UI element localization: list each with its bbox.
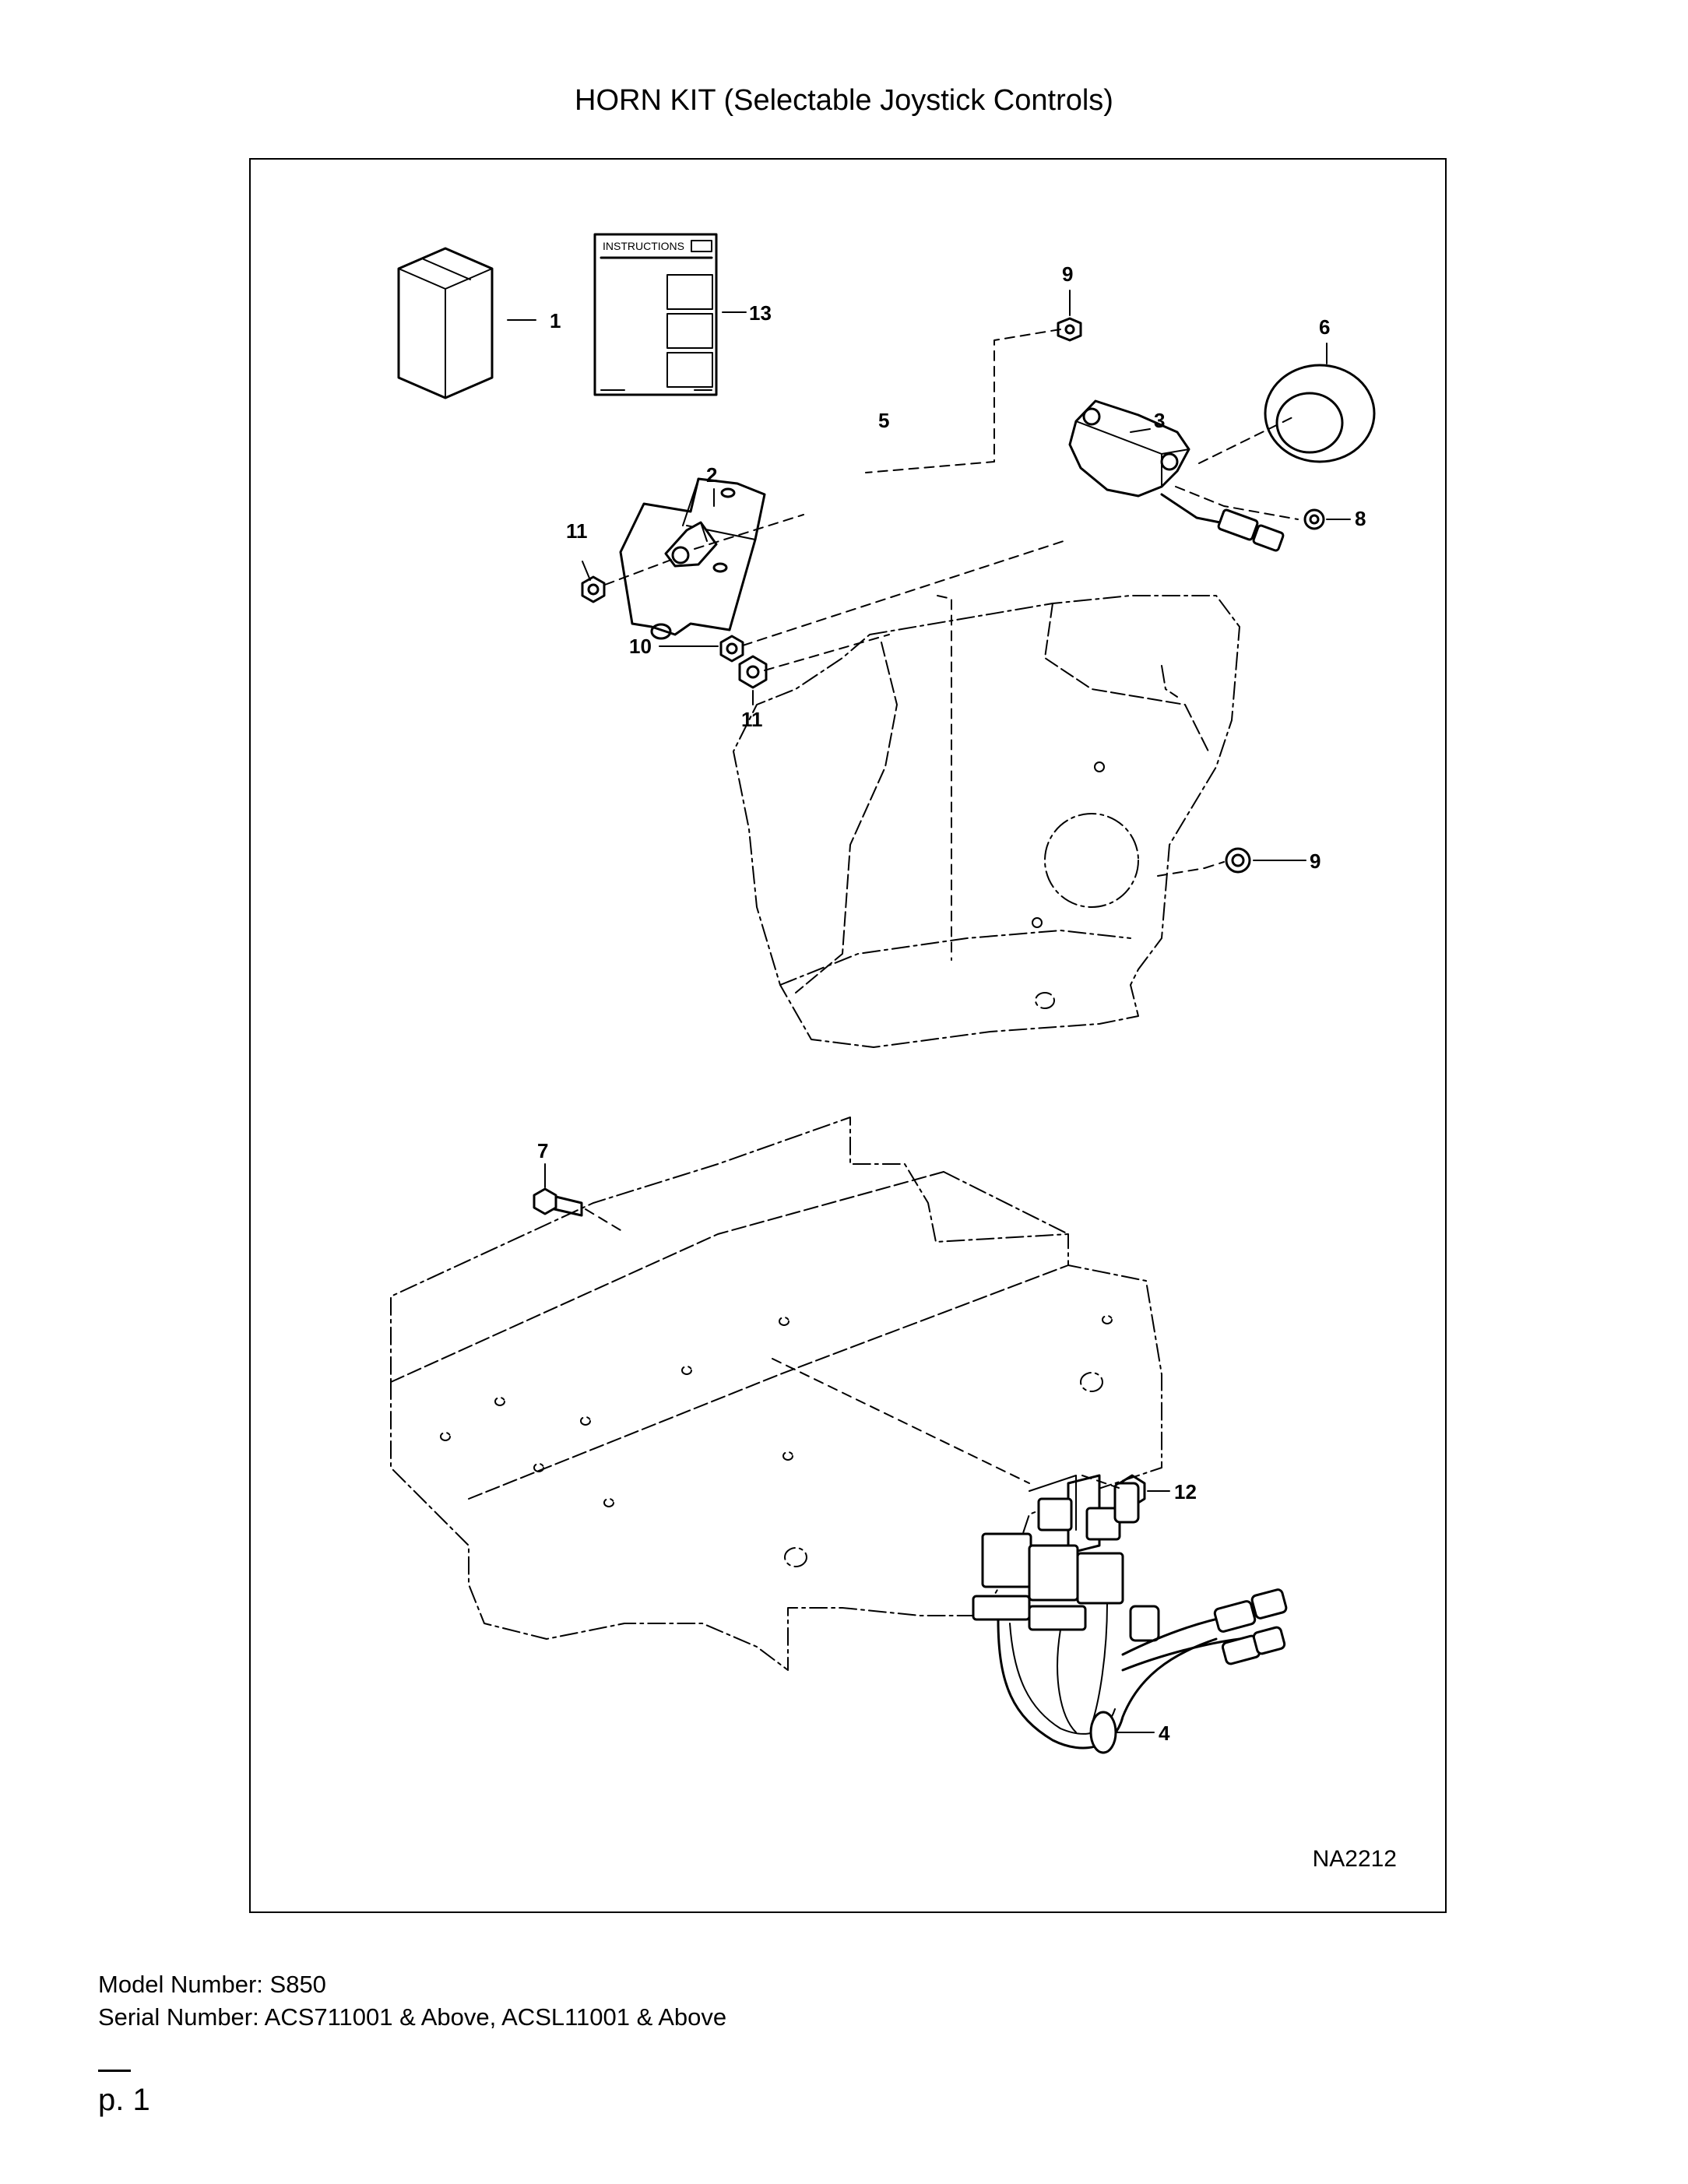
serial-number: Serial Number: ACS711001 & Above, ACSL11… [98, 2003, 727, 2031]
part-nut-8 [1303, 508, 1325, 530]
footer: Model Number: S850 Serial Number: ACS711… [98, 1968, 726, 2034]
part-nut-11-upper [581, 575, 606, 603]
parts-diagram-frame: 1 13 9 6 3 5 2 8 11 10 11 9 7 12 4 INSTR… [249, 158, 1447, 1913]
part-nut-9-upper [1057, 317, 1082, 342]
instructions-label: INSTRUCTIONS [603, 240, 684, 252]
part-instruction-sheet [593, 233, 718, 396]
part-relay-harness [972, 1474, 1288, 1754]
callout-4: 4 [1159, 1722, 1170, 1745]
callout-13: 13 [749, 301, 772, 325]
part-horn [1068, 399, 1285, 552]
callout-3: 3 [1154, 409, 1165, 432]
part-nut-11-lower [738, 655, 768, 689]
lower-frame-phantom [390, 1117, 1162, 1671]
leader-lines [507, 290, 1351, 1733]
callout-1: 1 [550, 309, 561, 332]
callout-5: 5 [878, 409, 889, 432]
parts-diagram: 1 13 9 6 3 5 2 8 11 10 11 9 7 12 4 INSTR… [390, 233, 1376, 1754]
callout-11-upper: 11 [566, 519, 588, 543]
assembly-lines [585, 329, 1299, 1489]
callout-11-lower: 11 [741, 708, 763, 731]
callout-6: 6 [1319, 315, 1330, 339]
callout-8: 8 [1355, 507, 1366, 530]
figure-code: NA2212 [1312, 1846, 1397, 1872]
part-box [397, 247, 494, 399]
callout-7: 7 [537, 1139, 548, 1162]
callout-9-upper: 9 [1062, 262, 1073, 286]
part-nut-9-lower [1225, 847, 1251, 874]
callout-2: 2 [706, 463, 717, 487]
model-number: Model Number: S850 [98, 1971, 326, 1998]
part-nut-10 [719, 635, 744, 663]
upper-frame-phantom [733, 595, 1240, 1048]
page-divider [98, 2070, 131, 2072]
page-title: HORN KIT (Selectable Joystick Controls) [575, 84, 1113, 117]
callout-9-lower: 9 [1310, 849, 1321, 873]
callout-12: 12 [1174, 1480, 1197, 1503]
callout-labels: 1 13 9 6 3 5 2 8 11 10 11 9 7 12 4 INSTR… [537, 240, 1366, 1745]
part-ring [1264, 364, 1376, 463]
callout-10: 10 [629, 635, 652, 658]
part-bolt [533, 1187, 583, 1217]
page-number: p. 1 [98, 2083, 150, 2117]
part-clip [664, 521, 718, 568]
